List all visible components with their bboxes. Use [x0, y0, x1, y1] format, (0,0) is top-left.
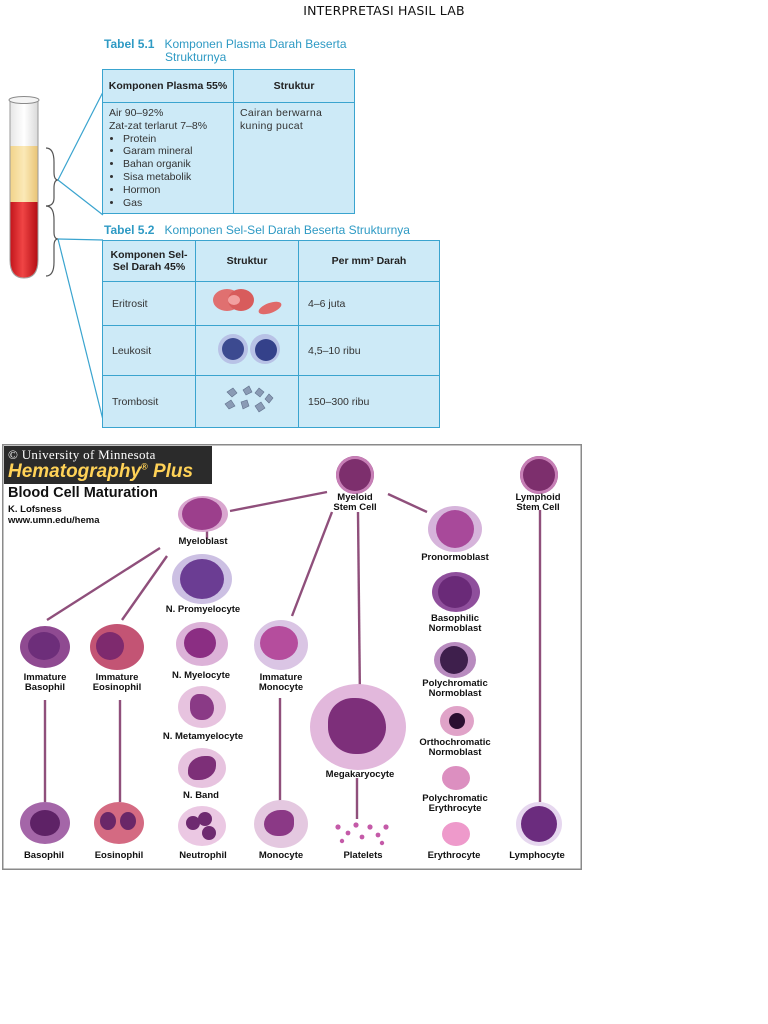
plasma-bullet: Protein [123, 133, 227, 146]
table1-caption: Tabel 5.1 Komponen Plasma Darah Beserta S… [104, 38, 347, 64]
plasma-air: Air 90–92% [109, 107, 164, 119]
lymphoid-stem-cell-image [520, 456, 558, 494]
eosinophil-image [94, 802, 144, 844]
plasma-bullet: Garam mineral [123, 145, 227, 158]
hema-brand-reg: ® [141, 461, 148, 472]
immature-eosinophil-image [90, 624, 144, 670]
label-platelets: Platelets [343, 850, 383, 861]
myeloid-stem-cell-image [336, 456, 374, 494]
band-image [178, 748, 226, 788]
label-erythrocyte: Erythrocyte [427, 850, 481, 861]
plasma-bullet: Hormon [123, 184, 227, 197]
table2-caption: Tabel 5.2 Komponen Sel-Sel Darah Beserta … [104, 223, 410, 237]
plasma-col-struktur: Struktur [233, 69, 355, 103]
label-lymphocyte: Lymphocyte [509, 850, 565, 861]
plasma-struktur-cell: Cairan berwarna kuning pucat [233, 101, 355, 215]
blood-cells-table: Komponen Sel-Sel Darah 45% Struktur Per … [102, 240, 440, 428]
basophil-image [20, 802, 70, 844]
maturation-chart-lines [2, 444, 582, 870]
table1-caption-line2: Strukturnya [165, 50, 227, 64]
label-megakaryocyte: Megakaryocyte [325, 769, 395, 780]
cells-col-komponen: Komponen Sel-Sel Darah 45% [102, 240, 196, 282]
plasma-zat: Zat-zat terlarut 7–8% [109, 119, 208, 132]
hema-brand-text: Hematography [8, 461, 142, 482]
orthochromatic-normoblast-image [440, 706, 474, 736]
myelocyte-image [176, 622, 228, 666]
hema-title: Blood Cell Maturation [8, 485, 158, 501]
label-myelocyte: N. Myelocyte [171, 670, 231, 681]
label-pronormoblast: Pronormoblast [421, 552, 489, 563]
label-myeloid-stem: Myeloid Stem Cell [333, 492, 377, 513]
promyelocyte-image [172, 554, 232, 604]
immature-basophil-image [20, 626, 70, 668]
pronormoblast-image [428, 506, 482, 552]
test-tube-illustration [8, 92, 104, 421]
neutrophil-image [178, 806, 226, 846]
hema-author: K. Lofsness [8, 504, 62, 515]
table1-number: Tabel 5.1 [104, 37, 155, 51]
page-header: INTERPRETASI HASIL LAB [303, 3, 465, 18]
table1-caption-line1: Komponen Plasma Darah Beserta [164, 37, 347, 51]
platelets-image [335, 822, 389, 846]
plasma-bullet: Sisa metabolik [123, 171, 227, 184]
label-monocyte: Monocyte [258, 850, 304, 861]
immature-monocyte-image [254, 620, 308, 670]
label-myeloblast: Myeloblast [178, 536, 228, 547]
hema-brand-plus: Plus [152, 461, 194, 482]
cell-value-trombosit: 150–300 ribu [298, 375, 440, 428]
hema-url: www.umn.edu/hema [8, 515, 100, 526]
label-basophilic-normoblast: Basophilic Normoblast [428, 613, 482, 634]
megakaryocyte-image [310, 684, 406, 770]
label-polychromatic-normoblast: Polychromatic Normoblast [422, 678, 488, 699]
plasma-col-komponen: Komponen Plasma 55% [102, 69, 234, 103]
monocyte-image [254, 800, 308, 848]
cells-col-per-mm3: Per mm³ Darah [298, 240, 440, 282]
leukosit-image [195, 325, 299, 376]
label-eosinophil: Eosinophil [94, 850, 144, 861]
cell-name-eritrosit: Eritrosit [102, 281, 196, 326]
cell-value-eritrosit: 4–6 juta [298, 281, 440, 326]
cell-value-leukosit: 4,5–10 ribu [298, 325, 440, 376]
label-immature-monocyte: Immature Monocyte [258, 672, 304, 693]
hema-copyright: © University of Minnesota [8, 447, 156, 462]
lymphocyte-image [516, 802, 562, 846]
cell-name-trombosit: Trombosit [102, 375, 196, 428]
hema-brand-logo: Hematography® Plus [8, 461, 193, 483]
metamyelocyte-image [178, 686, 226, 728]
label-lymphoid-stem: Lymphoid Stem Cell [515, 492, 561, 513]
label-basophil: Basophil [23, 850, 65, 861]
plasma-components-cell: Air 90–92% Zat-zat terlarut 7–8% Protein… [102, 101, 234, 215]
label-immature-basophil: Immature Basophil [23, 672, 67, 693]
erythrocyte-image [442, 822, 470, 846]
basophilic-normoblast-image [432, 572, 480, 612]
plasma-table: Komponen Plasma 55% Struktur Air 90–92% … [102, 69, 355, 215]
polychromatic-normoblast-image [434, 642, 476, 678]
table2-caption-text: Komponen Sel-Sel Darah Beserta Strukturn… [164, 223, 410, 237]
plasma-bullet: Bahan organik [123, 158, 227, 171]
trombosit-image [195, 375, 299, 428]
myeloblast-image [178, 496, 228, 532]
plasma-bullet: Gas [123, 197, 227, 210]
label-neutrophil: Neutrophil [179, 850, 227, 861]
label-metamyelocyte: N. Metamyelocyte [162, 731, 244, 742]
label-polychromatic-erythrocyte: Polychromatic Erythrocyte [422, 793, 488, 814]
label-band: N. Band [183, 790, 219, 801]
cell-name-leukosit: Leukosit [102, 325, 196, 376]
table2-number: Tabel 5.2 [104, 223, 155, 237]
polychromatic-erythrocyte-image [442, 766, 470, 790]
label-orthochromatic-normoblast: Orthochromatic Normoblast [419, 737, 491, 758]
label-promyelocyte: N. Promyelocyte [165, 604, 241, 615]
plasma-bullet-list: Protein Garam mineral Bahan organik Sisa… [109, 133, 227, 210]
eritrosit-image [195, 281, 299, 326]
blood-cell-maturation-chart: © University of Minnesota Hematography® … [2, 444, 582, 870]
label-immature-eosinophil: Immature Eosinophil [92, 672, 142, 693]
cells-col-struktur: Struktur [195, 240, 299, 282]
